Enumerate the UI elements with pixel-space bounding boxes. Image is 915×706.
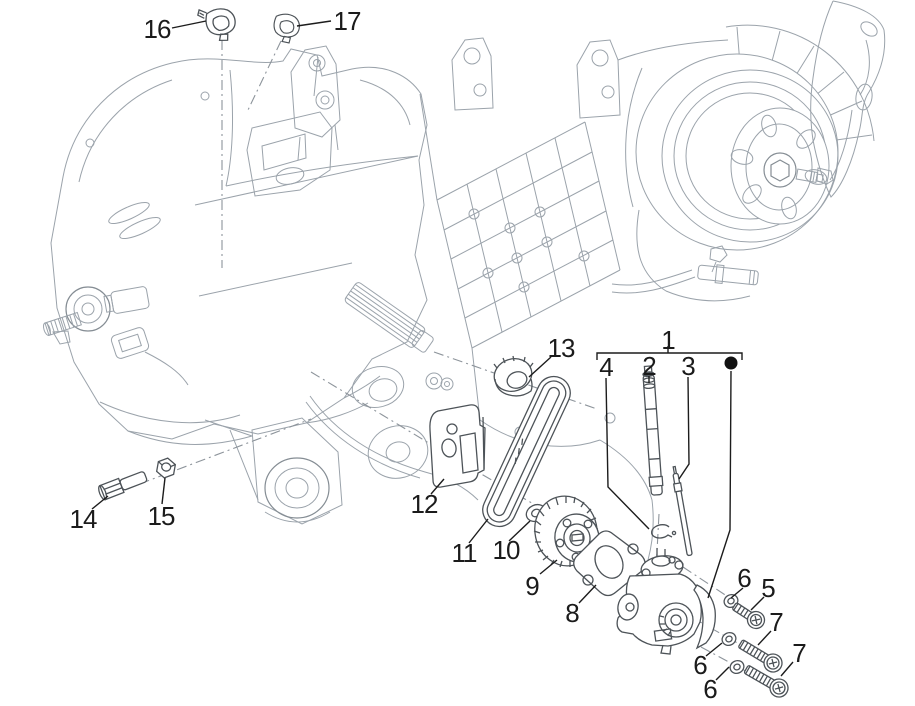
hose-clamp-16	[197, 8, 236, 42]
circlip-4	[651, 524, 677, 539]
screw-7b	[743, 665, 789, 698]
callout-bullet[interactable]	[724, 356, 738, 370]
callout-3[interactable]: 3	[681, 351, 696, 381]
hose-clamp-17	[273, 13, 300, 44]
engine-crankcase	[50, 45, 438, 445]
oil-pump-body	[616, 548, 716, 655]
callout-5[interactable]: 5	[761, 573, 776, 603]
callout-10[interactable]: 10	[492, 535, 521, 565]
callout-12[interactable]: 12	[410, 489, 439, 519]
callout-6[interactable]: 6	[703, 674, 718, 704]
washers-6	[721, 593, 745, 675]
nut-15	[155, 457, 177, 479]
bolt-14	[98, 471, 148, 501]
leader-lines	[91, 20, 794, 681]
flywheel-assembly	[611, 0, 886, 302]
callout-8[interactable]: 8	[565, 598, 580, 628]
group-bracket-1	[596, 346, 743, 360]
callout-7[interactable]: 7	[792, 638, 807, 668]
callout-6[interactable]: 6	[693, 650, 708, 680]
engine-truss-lattice	[436, 37, 729, 349]
callout-16[interactable]: 16	[143, 14, 172, 44]
gasket-8	[573, 530, 646, 597]
belt-11	[482, 375, 571, 528]
callout-15[interactable]: 15	[147, 501, 176, 531]
callout-7[interactable]: 7	[769, 607, 784, 637]
bearing-13	[493, 355, 534, 397]
callout-11[interactable]: 11	[451, 538, 478, 568]
callout-6[interactable]: 6	[737, 563, 752, 593]
callout-1[interactable]: 1	[661, 325, 676, 355]
callout-9[interactable]: 9	[525, 571, 540, 601]
screw-7a	[738, 639, 783, 673]
callout-17[interactable]: 17	[333, 6, 362, 36]
cover-plate-12	[429, 404, 486, 488]
callout-14[interactable]: 14	[69, 504, 98, 534]
screw-5	[732, 602, 766, 630]
dipstick-rod-3	[672, 465, 693, 557]
callout-13[interactable]: 13	[547, 333, 576, 363]
callout-4[interactable]: 4	[599, 352, 614, 382]
callout-2[interactable]: 2	[642, 351, 657, 381]
